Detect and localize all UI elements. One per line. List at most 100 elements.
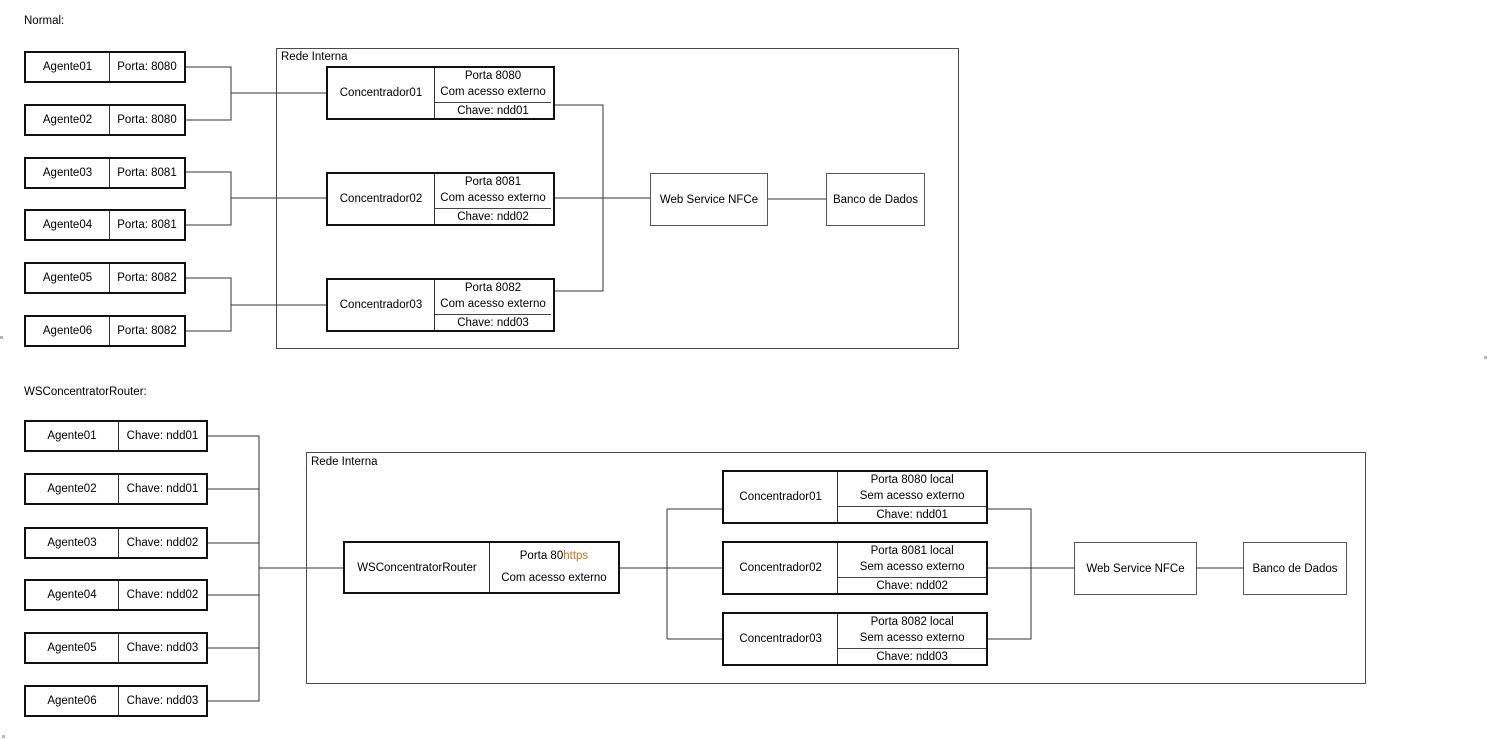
concentrator-node[interactable]: Concentrador03 Porta 8082 local Sem aces… — [722, 612, 988, 666]
agent-node[interactable]: Agente06 Chave: ndd03 — [24, 685, 208, 717]
database-label: Banco de Dados — [832, 193, 919, 206]
concentrator-node[interactable]: Concentrador02 Porta 8081 local Sem aces… — [722, 541, 988, 595]
agent-node[interactable]: Agente02 Porta: 8080 — [24, 104, 186, 136]
page-edge-artifact-right — [1484, 356, 1487, 359]
page-edge-artifact-bottom — [2, 735, 5, 738]
router-port-prefix: Porta 80 — [519, 550, 564, 563]
database-node[interactable]: Banco de Dados — [1243, 542, 1347, 595]
agent-detail: Porta: 8082 — [117, 325, 177, 337]
agent-detail: Chave: ndd03 — [126, 642, 199, 654]
agent-node[interactable]: Agente05 Chave: ndd03 — [24, 632, 208, 664]
router-details: Porta 80 https Com acesso externo — [490, 543, 618, 592]
concentrator-name: Concentrador03 — [724, 614, 839, 664]
router-name: WSConcentratorRouter — [345, 543, 490, 592]
agent-node[interactable]: Agente05 Porta: 8082 — [24, 262, 186, 294]
concentrator-details: Porta 8080 Com acesso externo Chave: ndd… — [435, 68, 551, 118]
agent-detail: Chave: ndd03 — [126, 695, 199, 707]
webservice-label: Web Service NFCe — [1086, 562, 1185, 575]
concentrator-access-block: Porta 8080 local Sem acesso externo — [838, 471, 986, 506]
agent-detail: Porta: 8082 — [117, 272, 177, 284]
concentrator-key: Chave: ndd01 — [838, 505, 986, 524]
section-title-normal: Normal: — [24, 15, 65, 27]
agent-name: Agente05 — [26, 264, 110, 292]
agent-detail: Chave: ndd02 — [126, 589, 199, 601]
router-port-scheme: https — [563, 550, 589, 563]
agent-detail: Chave: ndd02 — [126, 537, 199, 549]
agent-name: Agente06 — [26, 317, 110, 345]
network-boundary-label-normal: Rede Interna — [279, 50, 350, 64]
concentrator-port: Porta 8082 — [464, 281, 522, 294]
concentrator-name: Concentrador02 — [328, 174, 435, 224]
router-node[interactable]: WSConcentratorRouter Porta 80 https Com … — [343, 541, 620, 594]
agent-detail: Porta: 8081 — [117, 219, 177, 231]
concentrator-access: Sem acesso externo — [859, 489, 965, 502]
agent-name: Agente05 — [26, 634, 119, 662]
concentrator-key: Chave: ndd02 — [435, 207, 551, 226]
database-node[interactable]: Banco de Dados — [826, 173, 925, 226]
concentrator-name: Concentrador02 — [724, 543, 839, 593]
agent-node[interactable]: Agente02 Chave: ndd01 — [24, 473, 208, 505]
agent-name: Agente03 — [26, 529, 119, 557]
agent-name: Agente04 — [26, 211, 110, 239]
concentrator-access-block: Porta 8081 local Sem acesso externo — [838, 542, 986, 577]
agent-node[interactable]: Agente01 Porta: 8080 — [24, 51, 186, 83]
concentrator-details: Porta 8082 Com acesso externo Chave: ndd… — [435, 280, 551, 330]
concentrator-key: Chave: ndd02 — [838, 576, 986, 595]
concentrator-access-block: Porta 8082 Com acesso externo — [435, 279, 551, 314]
agent-node[interactable]: Agente03 Chave: ndd02 — [24, 527, 208, 559]
agent-detail: Porta: 8080 — [117, 114, 177, 126]
agent-name: Agente01 — [26, 422, 119, 450]
concentrator-port: Porta 8081 local — [870, 544, 954, 557]
agent-name: Agente06 — [26, 687, 119, 715]
network-boundary-router — [306, 452, 1366, 684]
concentrator-access: Sem acesso externo — [859, 560, 965, 573]
concentrator-key: Chave: ndd03 — [838, 647, 986, 666]
concentrator-port: Porta 8080 local — [870, 473, 954, 486]
agent-node[interactable]: Agente04 Chave: ndd02 — [24, 579, 208, 611]
agent-detail: Chave: ndd01 — [126, 483, 199, 495]
router-access: Com acesso externo — [501, 571, 607, 584]
concentrator-access: Sem acesso externo — [859, 631, 965, 644]
concentrator-node[interactable]: Concentrador03 Porta 8082 Com acesso ext… — [326, 278, 555, 332]
concentrator-key: Chave: ndd03 — [435, 313, 551, 332]
network-boundary-label-router: Rede Interna — [309, 455, 380, 469]
agent-node[interactable]: Agente03 Porta: 8081 — [24, 157, 186, 189]
concentrator-node[interactable]: Concentrador02 Porta 8081 Com acesso ext… — [326, 172, 555, 226]
database-label: Banco de Dados — [1252, 562, 1338, 575]
agent-name: Agente04 — [26, 581, 119, 609]
agent-node[interactable]: Agente01 Chave: ndd01 — [24, 420, 208, 452]
agent-detail: Chave: ndd01 — [126, 430, 199, 442]
agent-name: Agente02 — [26, 475, 119, 503]
webservice-node[interactable]: Web Service NFCe — [1074, 542, 1197, 595]
section-title-router: WSConcentratorRouter: — [24, 386, 147, 398]
concentrator-details: Porta 8082 local Sem acesso externo Chav… — [838, 614, 986, 664]
concentrator-access: Com acesso externo — [440, 297, 546, 310]
agent-node[interactable]: Agente06 Porta: 8082 — [24, 315, 186, 347]
page-edge-artifact-left — [0, 336, 3, 339]
concentrator-access: Com acesso externo — [440, 191, 546, 204]
webservice-node[interactable]: Web Service NFCe — [650, 173, 768, 226]
agent-node[interactable]: Agente04 Porta: 8081 — [24, 209, 186, 241]
concentrator-port: Porta 8081 — [464, 175, 522, 188]
concentrator-node[interactable]: Concentrador01 Porta 8080 Com acesso ext… — [326, 66, 555, 120]
concentrator-name: Concentrador01 — [724, 472, 839, 522]
network-boundary-normal — [276, 48, 959, 349]
concentrator-details: Porta 8080 local Sem acesso externo Chav… — [838, 472, 986, 522]
agent-detail: Porta: 8080 — [117, 61, 177, 73]
concentrator-port: Porta 8080 — [464, 69, 522, 82]
concentrator-node[interactable]: Concentrador01 Porta 8080 local Sem aces… — [722, 470, 988, 524]
agent-detail: Porta: 8081 — [117, 167, 177, 179]
concentrator-key: Chave: ndd01 — [435, 101, 551, 120]
router-port-line: Porta 80 https — [490, 549, 618, 564]
agent-name: Agente03 — [26, 159, 110, 187]
concentrator-details: Porta 8081 Com acesso externo Chave: ndd… — [435, 174, 551, 224]
concentrator-name: Concentrador03 — [328, 280, 435, 330]
concentrator-details: Porta 8081 local Sem acesso externo Chav… — [838, 543, 986, 593]
webservice-label: Web Service NFCe — [659, 193, 759, 206]
concentrator-access-block: Porta 8081 Com acesso externo — [435, 173, 551, 208]
concentrator-access: Com acesso externo — [440, 85, 546, 98]
concentrator-port: Porta 8082 local — [870, 615, 954, 628]
concentrator-name: Concentrador01 — [328, 68, 435, 118]
agent-name: Agente01 — [26, 53, 110, 81]
